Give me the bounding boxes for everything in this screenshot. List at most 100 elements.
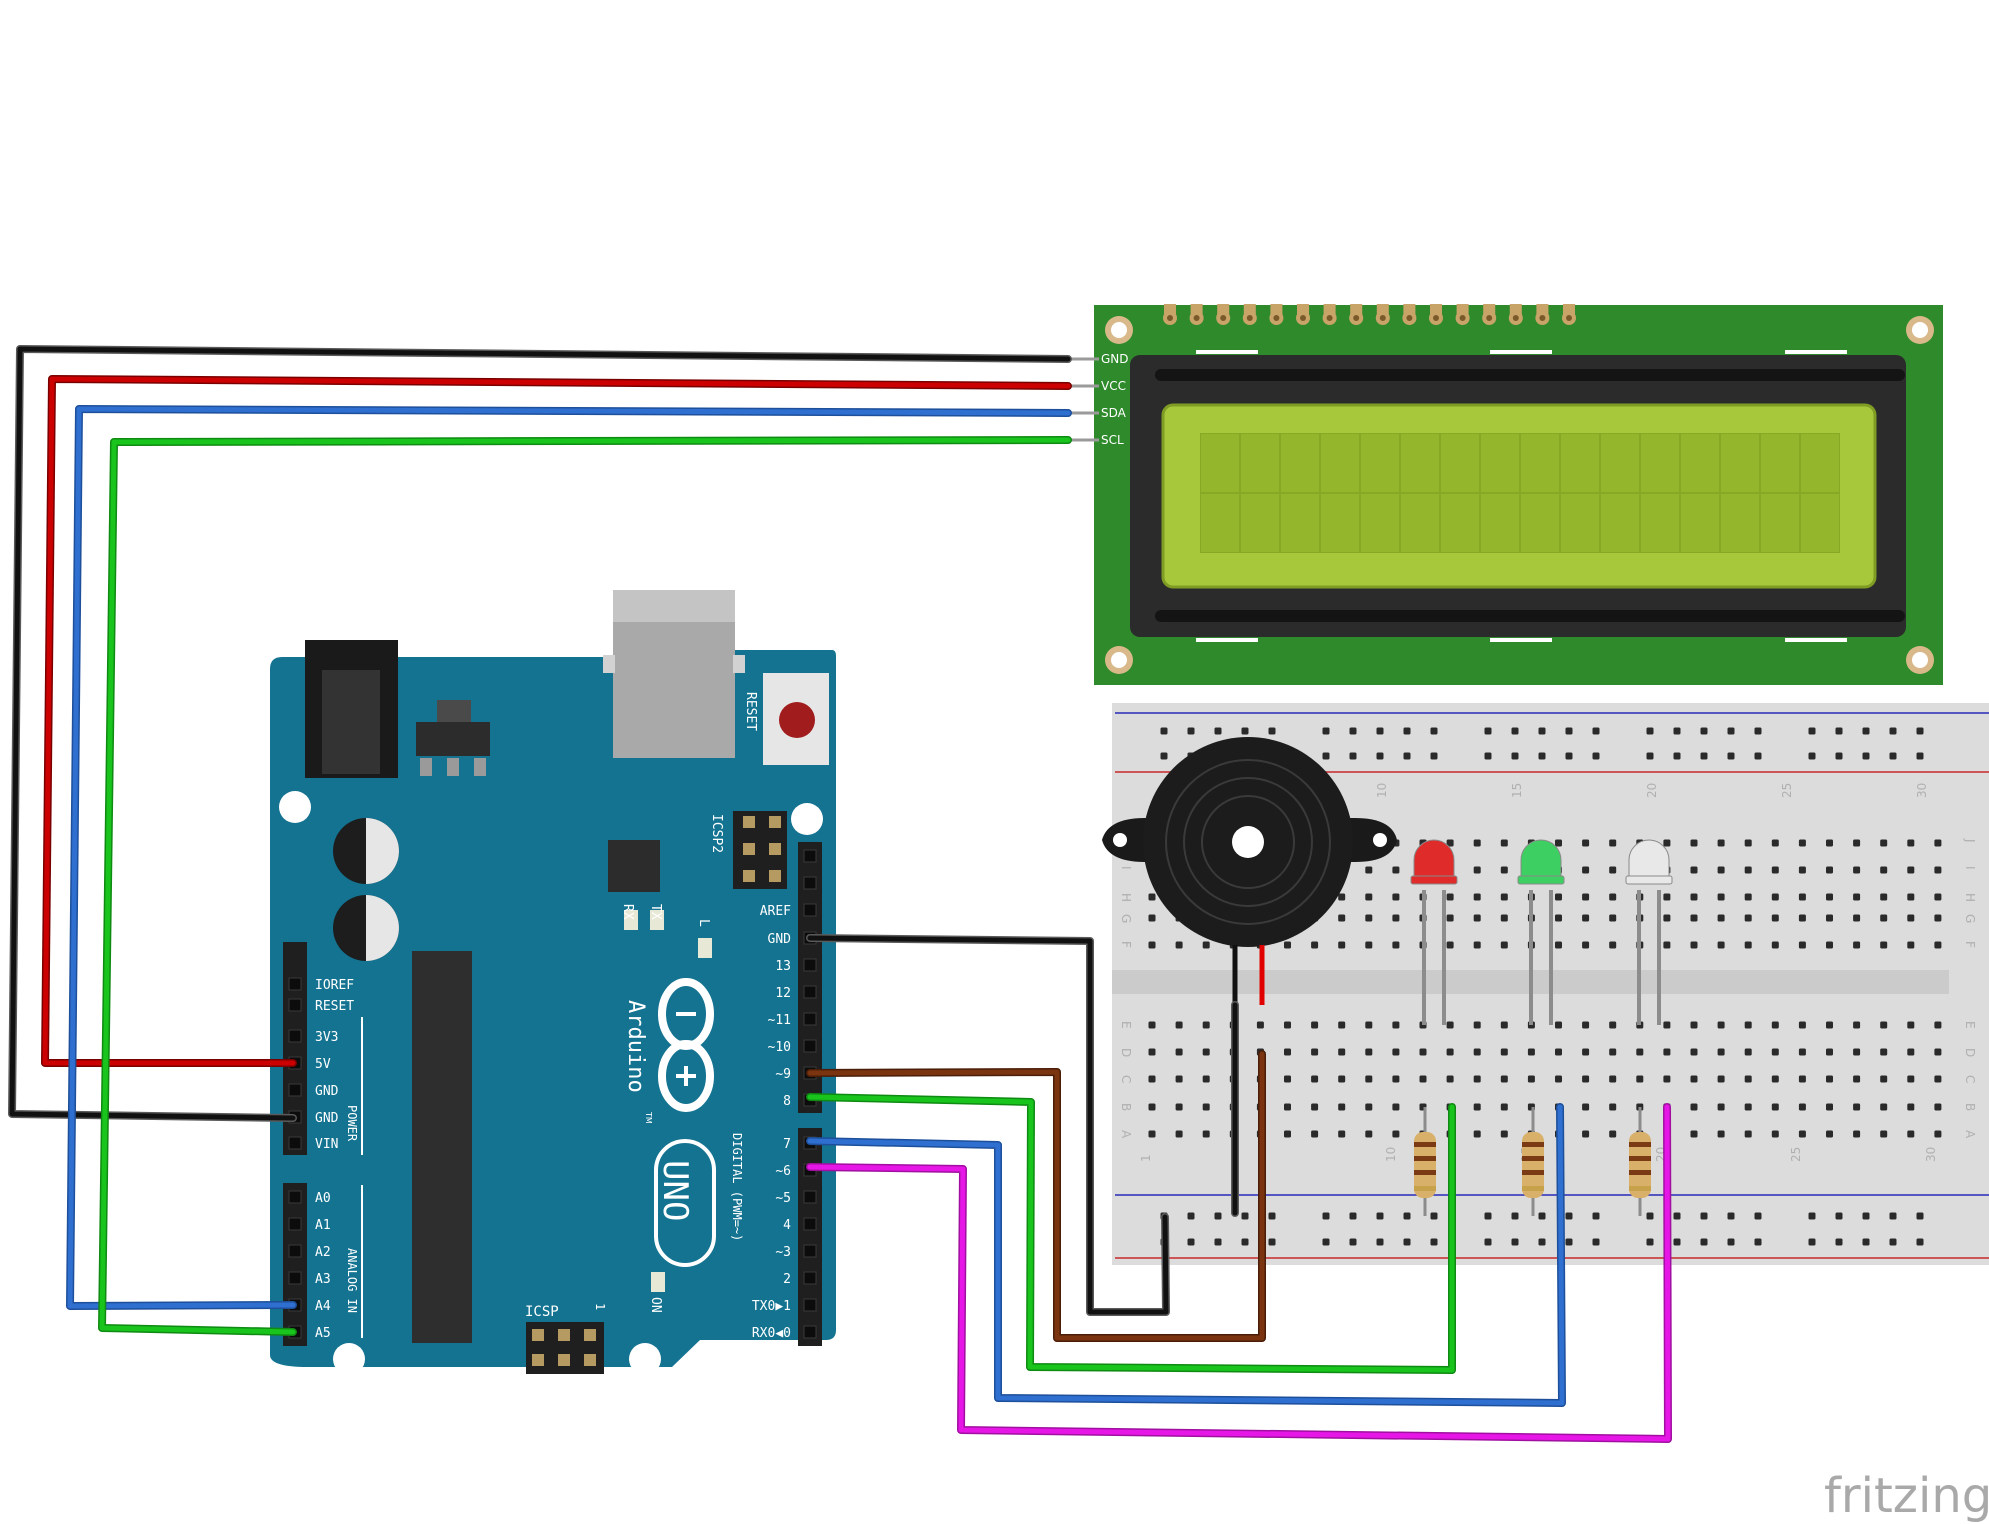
rail-hole[interactable]: [1322, 1238, 1330, 1246]
breadboard-hole[interactable]: [1500, 893, 1508, 901]
breadboard-hole[interactable]: [1934, 893, 1942, 901]
header-socket[interactable]: [288, 1244, 302, 1258]
wire-pin7-green-led[interactable]: [806, 1103, 1566, 1407]
breadboard-hole[interactable]: [1338, 893, 1346, 901]
breadboard-hole[interactable]: [1582, 1075, 1590, 1083]
breadboard-hole[interactable]: [1934, 1075, 1942, 1083]
rail-hole[interactable]: [1187, 1212, 1195, 1220]
breadboard-hole[interactable]: [1148, 1048, 1156, 1056]
breadboard-hole[interactable]: [1771, 941, 1779, 949]
rail-hole[interactable]: [1403, 1212, 1411, 1220]
breadboard-hole[interactable]: [1744, 941, 1752, 949]
breadboard-hole[interactable]: [1771, 1103, 1779, 1111]
header-socket[interactable]: [803, 1244, 817, 1258]
rail-hole[interactable]: [1592, 1212, 1600, 1220]
rail-hole[interactable]: [1349, 727, 1357, 735]
rail-hole[interactable]: [1538, 727, 1546, 735]
rail-hole[interactable]: [1376, 1212, 1384, 1220]
breadboard-hole[interactable]: [1500, 914, 1508, 922]
breadboard-hole[interactable]: [1365, 941, 1373, 949]
header-socket[interactable]: [803, 958, 817, 972]
breadboard-hole[interactable]: [1826, 1130, 1833, 1138]
breadboard-hole[interactable]: [1419, 1075, 1427, 1083]
breadboard-hole[interactable]: [1826, 914, 1833, 922]
rail-hole[interactable]: [1673, 1212, 1681, 1220]
breadboard-hole[interactable]: [1555, 914, 1562, 922]
rail-hole[interactable]: [1430, 1212, 1438, 1220]
breadboard-hole[interactable]: [1555, 1048, 1562, 1056]
breadboard-hole[interactable]: [1202, 1048, 1210, 1056]
breadboard-hole[interactable]: [1284, 1103, 1291, 1111]
breadboard-hole[interactable]: [1798, 893, 1806, 901]
breadboard-hole[interactable]: [1798, 1075, 1806, 1083]
breadboard-hole[interactable]: [1148, 1021, 1156, 1029]
breadboard-hole[interactable]: [1365, 1048, 1373, 1056]
breadboard-hole[interactable]: [1473, 1130, 1481, 1138]
breadboard-hole[interactable]: [1446, 941, 1454, 949]
breadboard-hole[interactable]: [1744, 1075, 1752, 1083]
breadboard-hole[interactable]: [1798, 839, 1806, 847]
breadboard-hole[interactable]: [1853, 1021, 1861, 1029]
rail-hole[interactable]: [1565, 752, 1573, 760]
rail-hole[interactable]: [1808, 752, 1816, 760]
header-socket[interactable]: [803, 1325, 817, 1339]
breadboard-hole[interactable]: [1609, 1048, 1617, 1056]
breadboard-hole[interactable]: [1446, 1075, 1454, 1083]
breadboard-hole[interactable]: [1717, 1021, 1725, 1029]
breadboard-hole[interactable]: [1284, 1075, 1291, 1083]
breadboard-hole[interactable]: [1392, 1021, 1400, 1029]
breadboard-hole[interactable]: [1500, 1075, 1508, 1083]
breadboard-hole[interactable]: [1717, 1048, 1725, 1056]
breadboard-hole[interactable]: [1826, 893, 1833, 901]
header-socket[interactable]: [803, 1039, 817, 1053]
wire-lcd-gnd[interactable]: [8, 345, 1072, 1122]
rail-hole[interactable]: [1268, 1212, 1276, 1220]
rail-hole[interactable]: [1889, 1238, 1897, 1246]
breadboard-hole[interactable]: [1880, 839, 1888, 847]
breadboard-hole[interactable]: [1771, 1130, 1779, 1138]
breadboard-hole[interactable]: [1771, 893, 1779, 901]
breadboard-hole[interactable]: [1690, 1103, 1698, 1111]
breadboard-hole[interactable]: [1771, 914, 1779, 922]
breadboard-hole[interactable]: [1500, 1130, 1508, 1138]
breadboard-hole[interactable]: [1446, 914, 1454, 922]
breadboard-hole[interactable]: [1690, 893, 1698, 901]
breadboard-hole[interactable]: [1582, 941, 1590, 949]
rail-hole[interactable]: [1862, 1238, 1870, 1246]
breadboard-hole[interactable]: [1555, 893, 1562, 901]
breadboard-hole[interactable]: [1202, 1021, 1210, 1029]
breadboard-hole[interactable]: [1771, 1075, 1779, 1083]
header-socket[interactable]: [803, 876, 817, 890]
breadboard-hole[interactable]: [1392, 1103, 1400, 1111]
rail-hole[interactable]: [1808, 1212, 1816, 1220]
rail-hole[interactable]: [1700, 1238, 1708, 1246]
rail-hole[interactable]: [1646, 1212, 1654, 1220]
breadboard-hole[interactable]: [1690, 914, 1698, 922]
breadboard-hole[interactable]: [1555, 1021, 1562, 1029]
piezo-buzzer[interactable]: [1102, 737, 1397, 1005]
led-white[interactable]: [1625, 839, 1673, 1025]
rail-hole[interactable]: [1322, 727, 1330, 735]
rail-hole[interactable]: [1403, 1238, 1411, 1246]
breadboard-hole[interactable]: [1907, 1130, 1915, 1138]
rail-hole[interactable]: [1511, 1212, 1519, 1220]
resistor[interactable]: [1522, 1107, 1544, 1216]
breadboard-hole[interactable]: [1880, 914, 1888, 922]
breadboard-hole[interactable]: [1826, 866, 1833, 874]
breadboard-hole[interactable]: [1473, 1048, 1481, 1056]
breadboard-hole[interactable]: [1880, 866, 1888, 874]
wire-pin9-buzzer[interactable]: [806, 1050, 1266, 1342]
breadboard-hole[interactable]: [1744, 1130, 1752, 1138]
breadboard-hole[interactable]: [1392, 1075, 1400, 1083]
rail-hole[interactable]: [1241, 727, 1249, 735]
breadboard-hole[interactable]: [1175, 1048, 1183, 1056]
breadboard-hole[interactable]: [1311, 1075, 1319, 1083]
breadboard-hole[interactable]: [1582, 893, 1590, 901]
breadboard-hole[interactable]: [1582, 866, 1590, 874]
header-socket[interactable]: [803, 1298, 817, 1312]
header-socket[interactable]: [288, 1083, 302, 1097]
rail-hole[interactable]: [1214, 1238, 1222, 1246]
breadboard-hole[interactable]: [1202, 1103, 1210, 1111]
rail-hole[interactable]: [1754, 1212, 1762, 1220]
breadboard-hole[interactable]: [1284, 1048, 1291, 1056]
